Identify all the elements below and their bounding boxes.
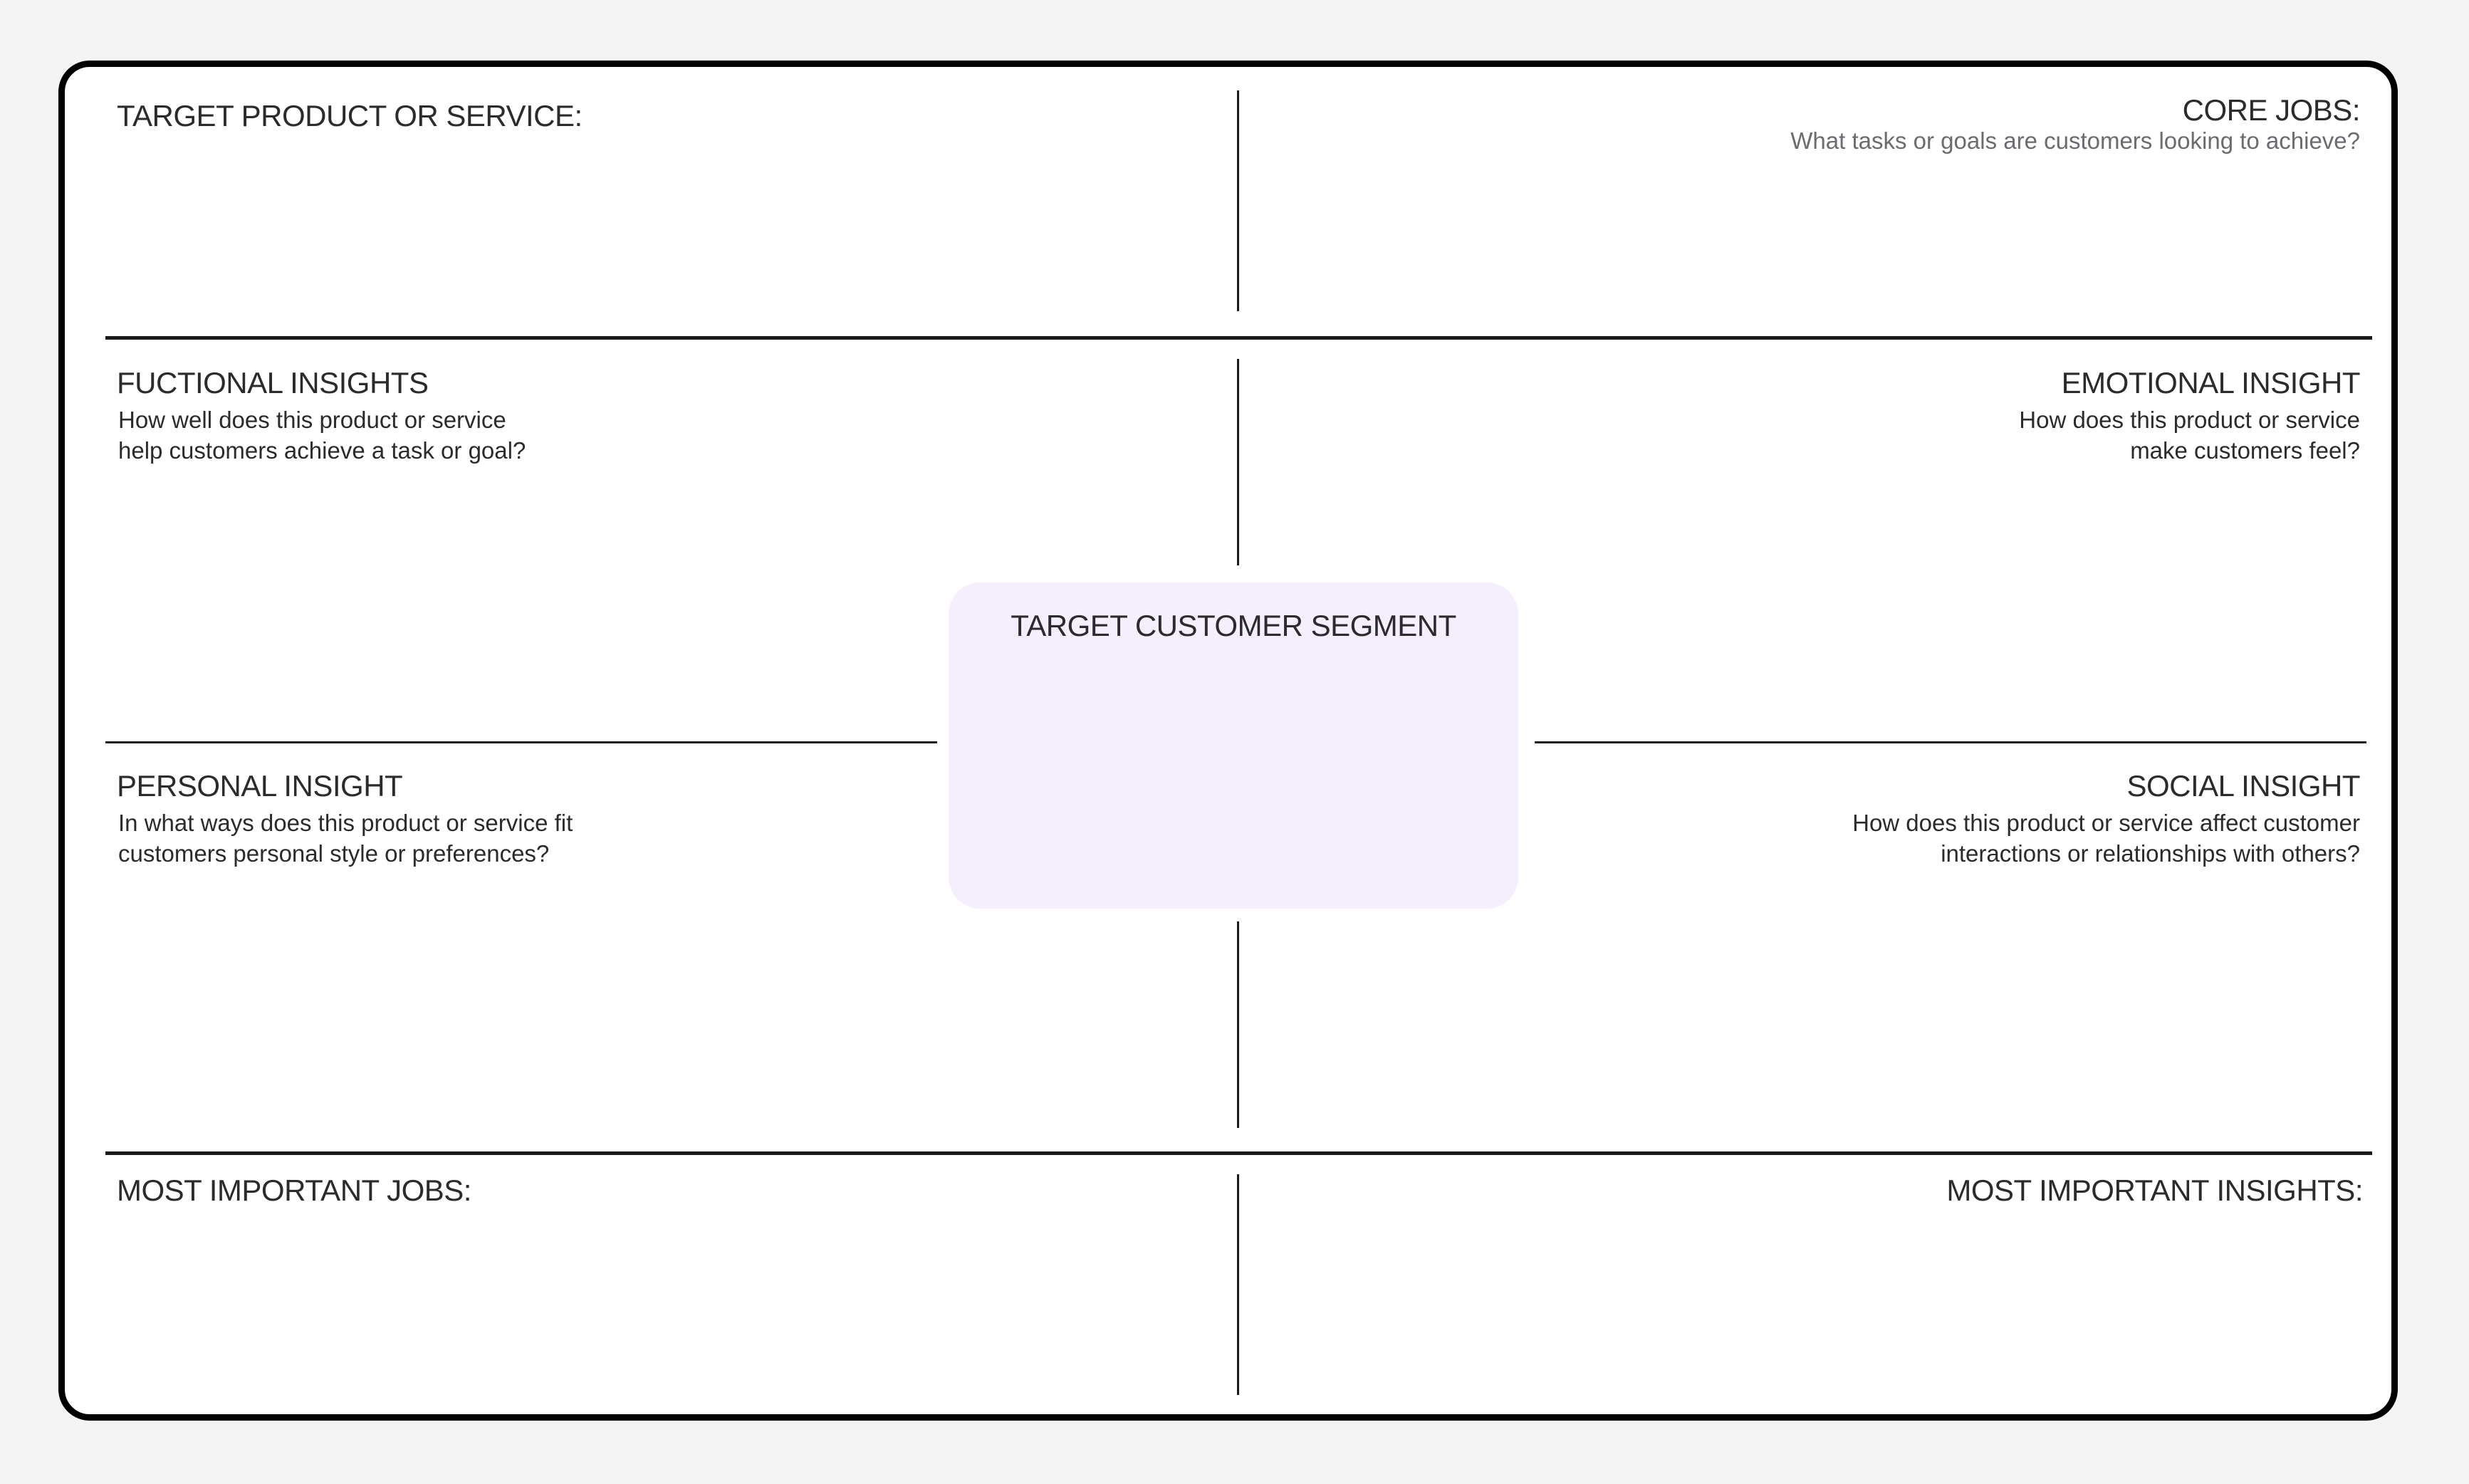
vertical-divider-bottom [1237,1174,1239,1395]
core-jobs-description: What tasks or goals are customers lookin… [1790,127,2360,154]
personal-insight-title: PERSONAL INSIGHT [117,769,403,803]
bottom-divider [105,1151,2372,1155]
vertical-divider-upper-middle [1237,359,1239,565]
target-customer-segment-title: TARGET CUSTOMER SEGMENT [1011,609,1456,642]
top-divider [105,336,2372,340]
vertical-divider-top [1237,90,1239,311]
middle-divider-left [105,741,937,743]
functional-insights-description: How well does this product or service he… [118,407,526,464]
personal-insight-description: In what ways does this product or servic… [118,810,573,867]
middle-divider-right [1535,741,2366,743]
emotional-insight-description: How does this product or service make cu… [2019,407,2360,464]
social-insight-title: SOCIAL INSIGHT [2126,769,2360,803]
functional-insights-title: FUCTIONAL INSIGHTS [117,366,429,399]
target-product-title: TARGET PRODUCT OR SERVICE: [117,99,583,132]
canvas-board: TARGET PRODUCT OR SERVICE: CORE JOBS: Wh… [58,61,2398,1421]
vertical-divider-lower-middle [1237,921,1239,1128]
emotional-insight-title: EMOTIONAL INSIGHT [2061,366,2361,399]
target-customer-segment-box[interactable]: TARGET CUSTOMER SEGMENT [949,582,1518,909]
most-important-jobs-title: MOST IMPORTANT JOBS: [117,1174,471,1207]
most-important-insights-title: MOST IMPORTANT INSIGHTS: [1946,1174,2363,1207]
social-insight-description: How does this product or service affect … [1852,810,2360,867]
core-jobs-title: CORE JOBS: [2182,93,2361,127]
